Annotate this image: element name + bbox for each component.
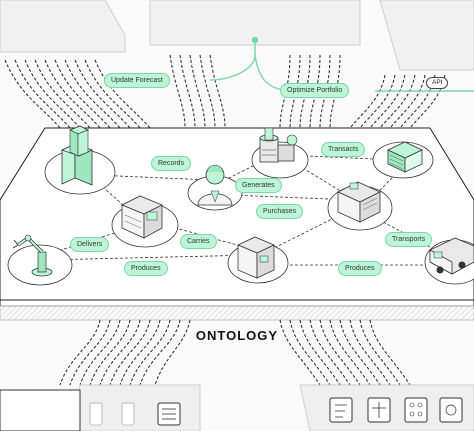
relation-carries: Carries [180, 234, 217, 249]
api-badge[interactable]: API [426, 77, 449, 89]
relation-delivers: Delivers [70, 237, 110, 252]
relation-purchases: Purchases [256, 204, 304, 219]
relation-transacts: Transacts [321, 142, 366, 157]
warehouse-icon [121, 195, 163, 239]
robot-arm-icon [12, 234, 53, 277]
relation-records: Records [151, 156, 192, 171]
person-icon [197, 164, 233, 206]
relation-produces-right: Produces [338, 261, 382, 276]
relation-transports: Transports [385, 232, 433, 247]
ontology-platform [0, 127, 474, 321]
money-icon [387, 141, 423, 173]
relation-produces-left: Produces [124, 261, 168, 276]
building-icon [337, 181, 381, 223]
bottom-devices [0, 384, 474, 431]
truck-icon [429, 237, 474, 275]
ontology-label: ONTOLOGY [195, 328, 279, 343]
optimize-portfolio-action[interactable]: Optimize Portfolio [280, 83, 350, 98]
package-icon [237, 236, 275, 279]
update-forecast-action[interactable]: Update Forecast [104, 73, 170, 88]
factory-icon [60, 125, 94, 186]
bottom-connector-lines [59, 319, 411, 386]
relation-generates: Generates [235, 178, 282, 193]
plant-icon [259, 127, 298, 163]
top-app-panels [0, 0, 474, 71]
